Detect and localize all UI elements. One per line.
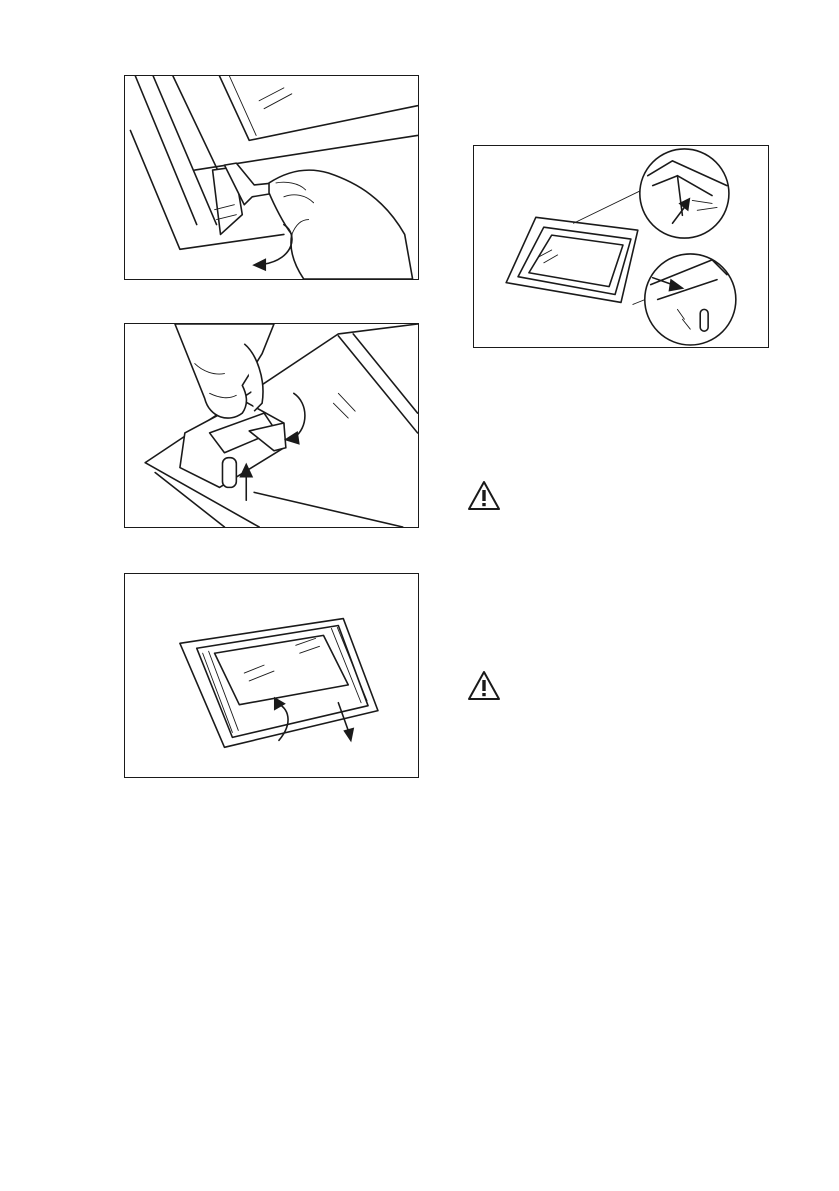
figure-door-detail (473, 145, 769, 348)
hinge-lock-illustration (125, 324, 418, 527)
figure-door-removal (124, 573, 419, 778)
door-removal-illustration (125, 574, 418, 777)
oven-door-icon (180, 619, 378, 748)
hinge-release-illustration (125, 76, 418, 279)
rotate-arrow-icon (252, 225, 292, 272)
magnifier-icon (640, 149, 729, 238)
warning-triangle-icon (467, 670, 501, 702)
warning-triangle-icon (467, 480, 501, 512)
rotate-arrow-icon (284, 393, 305, 444)
oven-door-icon (506, 217, 638, 302)
figure-hinge-lock (124, 323, 419, 528)
hinge-lever-icon (213, 163, 276, 234)
hand-icon (269, 170, 413, 279)
door-detail-illustration (474, 146, 768, 347)
figure-hinge-release (124, 75, 419, 280)
magnifier-icon (645, 254, 736, 345)
hand-icon (175, 324, 274, 418)
